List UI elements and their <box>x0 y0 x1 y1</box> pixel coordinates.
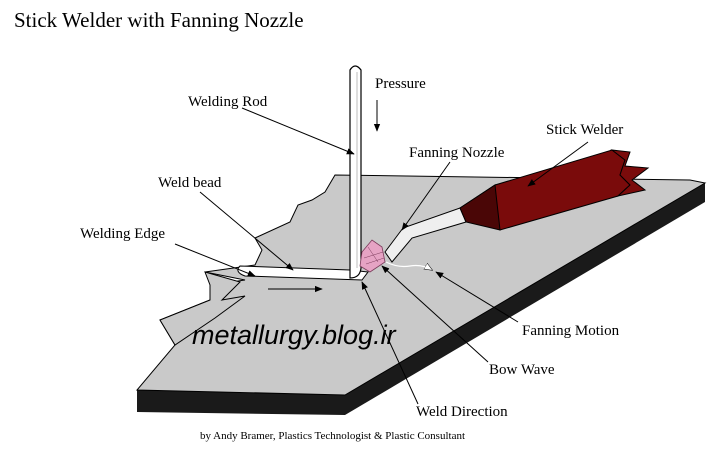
leader-bow-wave <box>381 265 489 363</box>
leader-weld-bead <box>199 191 294 271</box>
stick-welder-tip <box>459 184 501 231</box>
label-bow-wave: Bow Wave <box>489 362 555 378</box>
plate-left-piece <box>159 271 246 346</box>
label-stick-welder: Stick Welder <box>546 122 623 138</box>
label-fanning-nozzle: Fanning Nozzle <box>409 145 505 161</box>
credit-line: by Andy Bramer, Plastics Technologist & … <box>200 430 465 442</box>
leader-weld-direction <box>361 281 419 405</box>
leader-fanning-motion <box>435 271 519 323</box>
watermark: metallurgy.blog.ir <box>192 320 397 350</box>
leader-stick-welder <box>527 141 589 187</box>
label-weld-bead: Weld bead <box>158 175 222 191</box>
leader-welding-rod <box>241 107 355 155</box>
welding-rod <box>349 65 362 279</box>
stick-welder-end <box>610 149 650 197</box>
label-pressure: Pressure <box>375 76 426 92</box>
label-welding-edge: Welding Edge <box>80 226 165 242</box>
label-weld-direction: Weld Direction <box>416 404 508 420</box>
plate-top-surface <box>135 174 707 396</box>
plate-side-edge <box>345 183 705 415</box>
leader-fanning-nozzle <box>401 161 451 231</box>
label-fanning-motion: Fanning Motion <box>522 323 620 339</box>
plate-front-edge <box>137 390 345 415</box>
label-welding-rod: Welding Rod <box>188 94 268 110</box>
fanning-motion-line <box>385 261 432 270</box>
leader-welding-edge <box>174 243 256 277</box>
weld-bead <box>237 265 369 281</box>
diagram-title: Stick Welder with Fanning Nozzle <box>14 8 304 32</box>
